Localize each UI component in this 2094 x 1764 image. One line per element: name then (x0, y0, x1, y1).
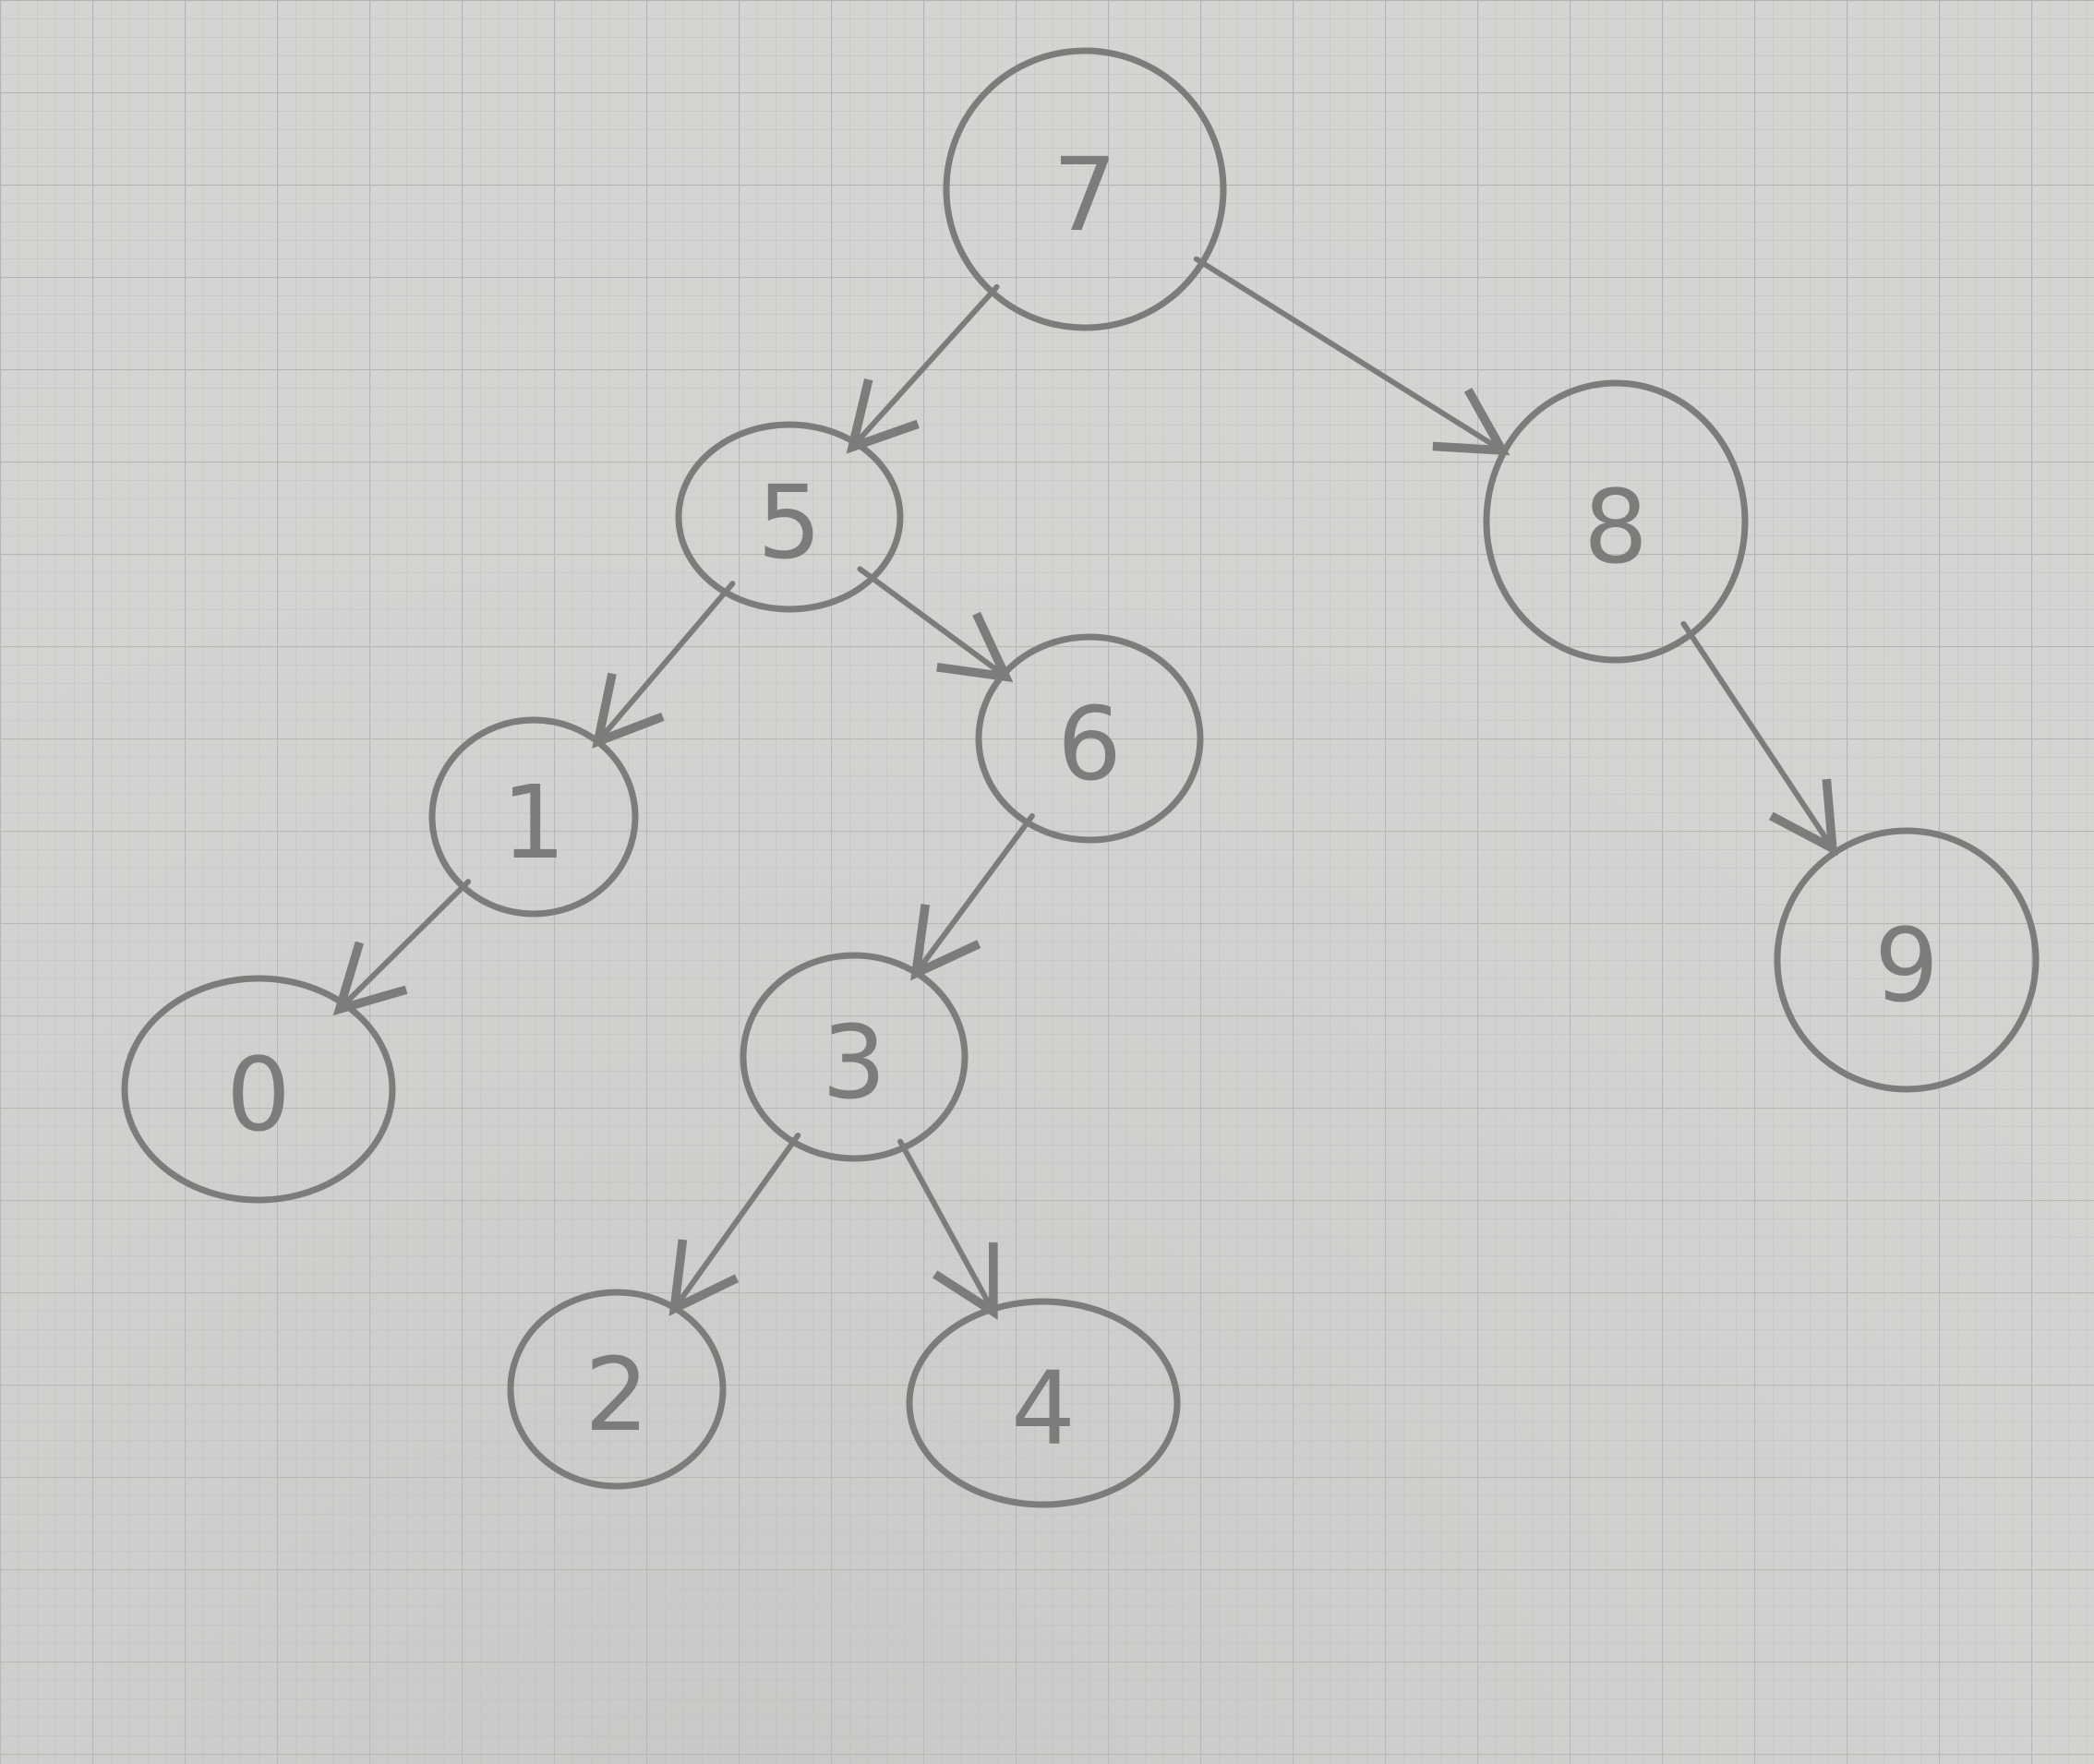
edge-arrow-1-to-0 (332, 879, 472, 1016)
node-label: 9 (1874, 906, 1939, 1025)
node-circle (906, 1298, 1181, 1508)
node-circle (675, 421, 904, 613)
tree-node-5: 5 (675, 421, 904, 613)
tree-node-3: 3 (740, 952, 969, 1162)
tree-node-8: 8 (1483, 379, 1749, 664)
edge-arrow-6-to-3 (910, 813, 1035, 981)
tree-node-9: 9 (1774, 827, 2040, 1093)
node-label: 3 (822, 1003, 886, 1122)
tree-node-6: 6 (975, 633, 1204, 844)
nodes-layer: 7 5 8 1 6 9 0 3 2 4 (121, 47, 2040, 1508)
edge-arrow-3-to-2 (668, 1133, 801, 1316)
node-circle (507, 1289, 727, 1490)
tree-node-2: 2 (507, 1289, 727, 1490)
edge-arrow-7-to-5 (846, 283, 1000, 454)
node-label: 6 (1057, 685, 1122, 803)
node-label: 1 (501, 763, 566, 882)
node-circle (975, 633, 1204, 844)
node-circle (1483, 379, 1749, 664)
node-circle (121, 975, 396, 1204)
edge-arrow-7-to-8 (1193, 256, 1510, 456)
node-label: 7 (1053, 136, 1117, 254)
edge-arrow-5-to-1 (592, 581, 736, 749)
tree-node-7: 7 (943, 47, 1227, 331)
node-circle (740, 952, 969, 1162)
node-label: 5 (757, 463, 822, 582)
edge-arrow-5-to-6 (857, 566, 1014, 682)
tree-node-1: 1 (428, 716, 639, 918)
tree-node-0: 0 (121, 975, 396, 1204)
node-label: 2 (584, 1336, 649, 1454)
node-label: 8 (1583, 468, 1648, 586)
node-circle (428, 716, 639, 918)
tree-node-4: 4 (906, 1298, 1181, 1508)
edge-arrow-8-to-9 (1680, 620, 1838, 857)
node-circle (1774, 827, 2040, 1093)
edge-arrow-3-to-4 (897, 1138, 998, 1320)
node-circle (943, 47, 1227, 331)
node-label: 0 (226, 1036, 291, 1154)
edges-layer (332, 256, 1838, 1320)
node-label: 4 (1011, 1350, 1076, 1468)
